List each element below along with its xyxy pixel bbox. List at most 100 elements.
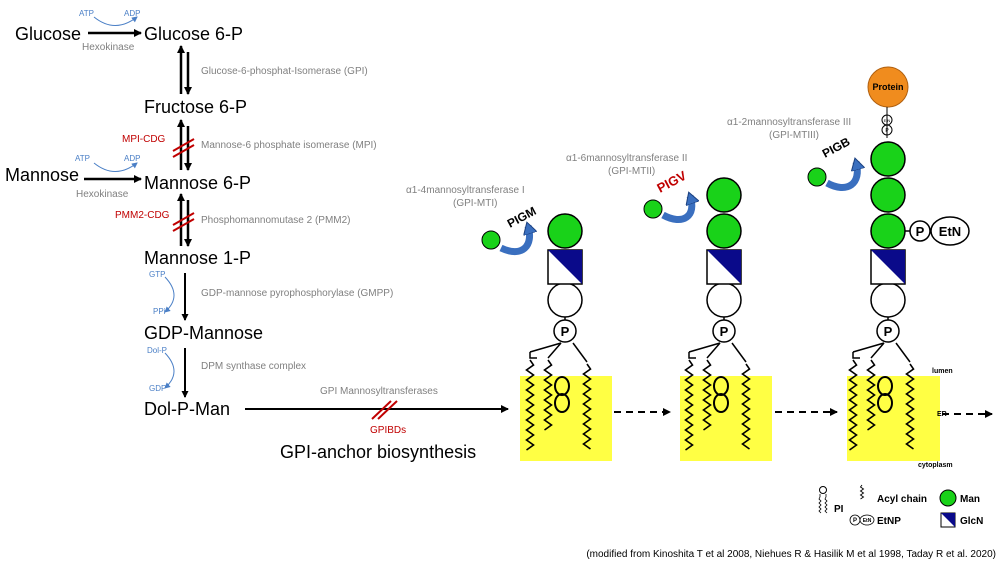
cofactor-atp-1: ATP	[79, 9, 94, 18]
defect-gpibds: GPIBDs	[370, 425, 406, 436]
cofactor-adp-1: ADP	[124, 9, 140, 18]
added-mannose-2	[643, 199, 663, 219]
added-mannose-1	[481, 230, 501, 250]
metabolite-glucose: Glucose	[15, 24, 81, 44]
mannose	[706, 177, 742, 213]
etnp-branch-etn	[930, 216, 970, 246]
enzyme-hexokinase-1: Hexokinase	[82, 42, 135, 53]
legend-man-icon	[939, 489, 957, 507]
acyl-chain	[684, 359, 694, 451]
phosphate-label: P	[884, 324, 893, 339]
enzyme-pmm2: Phosphomannomutase 2 (PMM2)	[201, 215, 351, 226]
pathway: Glucose Glucose 6-P Fructose 6-P Mannose…	[5, 9, 509, 462]
legend-glcn-icon	[941, 513, 955, 527]
membrane-er-label: ER	[937, 411, 947, 418]
transferase-arrow-1	[499, 226, 530, 256]
cofactor-arc-2	[93, 162, 138, 172]
enzyme-hexokinase-2: Hexokinase	[76, 189, 129, 200]
inositol-bond	[688, 342, 721, 353]
acyl-chain	[543, 359, 553, 431]
inositol-bond	[895, 342, 911, 363]
inositol-ring	[713, 393, 729, 413]
metabolite-fructose-6p: Fructose 6-P	[144, 97, 247, 117]
mannose	[547, 213, 583, 249]
legend-etnp-p-text: P	[853, 518, 857, 524]
inositol-bond	[706, 342, 721, 359]
metabolite-mannose-1p: Mannose 1-P	[144, 248, 251, 268]
legend-etnp-label: EtNP	[877, 516, 901, 527]
gpi-anchor-3: P	[848, 141, 915, 451]
mannose	[870, 213, 906, 249]
diagram-title: GPI-anchor biosynthesis	[280, 442, 476, 462]
inositol-bond	[870, 342, 885, 359]
inositol-bond	[852, 342, 885, 353]
defect-mark-mpi-1	[172, 138, 195, 152]
legend-etnp-etn-icon	[859, 514, 875, 526]
citation: (modified from Kinoshita T et al 2008, N…	[586, 549, 996, 560]
etnp-branch-etn-label: EtN	[939, 224, 961, 239]
enzyme-gpi-isomerase: Glucose-6-phosphat-Isomerase (GPI)	[201, 66, 368, 77]
transferase-1-name: α1-4mannosyltransferase I	[406, 185, 525, 196]
glcn-fill	[871, 250, 905, 284]
acyl-chain	[702, 359, 712, 431]
gpi-anchor-1: P	[525, 213, 592, 451]
defect-mpi-cdg: MPI-CDG	[122, 134, 166, 145]
enzyme-gmpp: GDP-mannose pyrophosphorylase (GMPP)	[201, 288, 393, 299]
cofactor-arc-1	[93, 16, 138, 26]
legend-glcn-label: GlcN	[960, 516, 983, 527]
inositol-head	[706, 282, 742, 318]
glcn-fill	[548, 250, 582, 284]
phosphate-label: P	[561, 324, 570, 339]
phosphate	[553, 319, 577, 343]
acyl-linker	[688, 352, 696, 359]
protein	[867, 66, 909, 108]
acyl-chain	[905, 363, 915, 450]
cofactor-gtp: GTP	[149, 270, 165, 279]
inositol-ring	[554, 393, 570, 413]
mannose	[870, 177, 906, 213]
metabolite-glucose-6p: Glucose 6-P	[144, 24, 243, 44]
metabolite-mannose-6p: Mannose 6-P	[144, 173, 251, 193]
transferase-3-name: α1-2mannosyltransferase III	[727, 117, 851, 128]
enzyme-dpm: DPM synthase complex	[201, 361, 306, 372]
legend-pi-icon	[819, 486, 827, 494]
legend-acyl-chain-icon	[859, 484, 865, 500]
inositol-head	[870, 282, 906, 318]
cofactor-dol-p: Dol-P	[147, 346, 167, 355]
acyl-chain	[525, 359, 535, 451]
acyl-linker	[852, 352, 860, 359]
phosphate-label: P	[720, 324, 729, 339]
gene-pigv: PIGV	[654, 168, 689, 196]
mannose	[870, 141, 906, 177]
cofactor-ppi: PPi	[153, 307, 166, 316]
acyl-chain	[582, 363, 592, 450]
membrane-1	[520, 376, 612, 461]
transferase-1-abbr: (GPI-MTI)	[453, 198, 497, 209]
inositol-ring	[877, 393, 893, 413]
inositol-bond	[572, 342, 588, 363]
membrane-lumen-label: lumen	[932, 368, 953, 375]
phosphate	[712, 319, 736, 343]
enzyme-gpi-mannosyltransferases: GPI Mannosyltransferases	[320, 386, 438, 397]
cofactor-gdp: GDP	[149, 384, 166, 393]
defect-pmm2-cdg: PMM2-CDG	[115, 210, 170, 221]
legend-etnp-etn-text: EtN	[863, 518, 872, 524]
legend-acyl-chain-label: Acyl chain	[877, 494, 927, 505]
inositol-bond	[547, 342, 562, 359]
membrane-cytoplasm-label: cytoplasm	[918, 462, 953, 469]
legend-pi-chains	[818, 494, 828, 514]
acyl-linker	[529, 352, 537, 359]
transferase-3-abbr: (GPI-MTIII)	[769, 130, 819, 141]
metabolite-dol-p-man: Dol-P-Man	[144, 399, 230, 419]
membrane-2	[680, 376, 772, 461]
transferase-arrow-2	[661, 196, 692, 223]
legend-man-label: Man	[960, 494, 980, 505]
legend: PI Acyl chain Man P EtN EtNP GlcN	[818, 484, 983, 528]
membrane-3	[847, 376, 940, 461]
inositol-bond	[529, 342, 562, 353]
metabolite-gdp-mannose: GDP-Mannose	[144, 323, 263, 343]
defect-mark-gpibds-1	[371, 400, 392, 420]
gene-pigb: PIGB	[820, 134, 853, 160]
cofactor-atp-2: ATP	[75, 154, 90, 163]
